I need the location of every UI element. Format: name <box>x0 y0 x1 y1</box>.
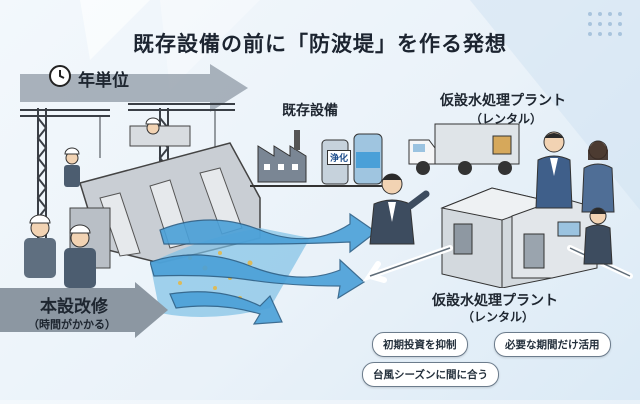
main-work-arrow <box>0 282 170 338</box>
truck-illustration <box>405 120 525 180</box>
clock-icon <box>48 64 72 92</box>
benefit-pill-1: 初期投資を抑制 <box>372 332 468 357</box>
purify-tag: 浄化 <box>327 150 352 165</box>
rental-plant-bottom-note: （レンタル） <box>462 310 535 324</box>
rental-plant-bottom-label: 仮設水処理プラント <box>432 293 558 309</box>
container-plant-illustration <box>432 178 602 289</box>
rental-plant-top-note: （レンタル） <box>470 112 543 126</box>
main-work-note: （時間がかかる） <box>28 318 116 331</box>
existing-facility-label: 既存設備 <box>282 103 338 119</box>
main-work-title: 本設改修 <box>40 297 108 317</box>
page-title: 既存設備の前に「防波堤」を作る発想 <box>133 32 507 56</box>
timeline-arrow <box>20 62 250 112</box>
rental-plant-top-label: 仮設水処理プラント <box>440 93 566 109</box>
water-flow-arrows <box>149 210 470 340</box>
team-illustration <box>520 128 640 268</box>
timeline-label: 年単位 <box>78 71 129 91</box>
presenter-illustration <box>360 168 430 248</box>
benefit-pill-3: 台風シーズンに間に合う <box>362 362 499 387</box>
benefit-pill-2: 必要な期間だけ活用 <box>494 332 611 357</box>
